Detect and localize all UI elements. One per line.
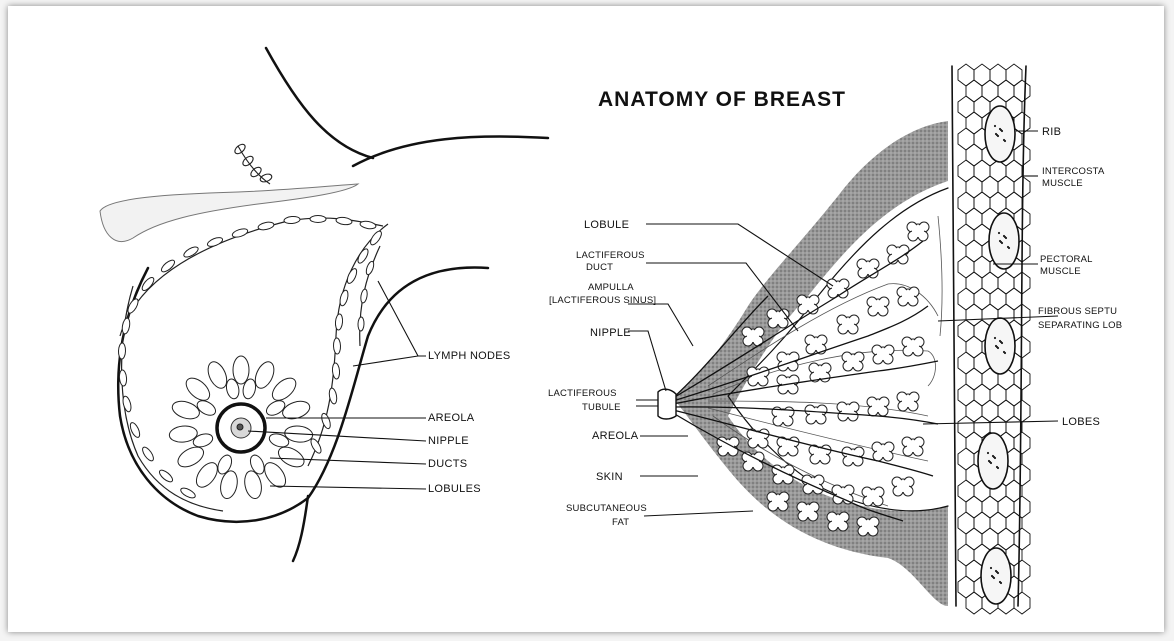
lobule-cloud: [777, 352, 799, 371]
chest-line: [353, 136, 548, 166]
pectoral-muscle-edge: [952, 66, 956, 606]
lobule-cloud: [797, 295, 819, 314]
label-intercostal-line1: INTERCOSTA: [1042, 166, 1105, 177]
label-nipple-section: NIPPLE: [590, 327, 631, 339]
label-ducts: DUCTS: [428, 458, 467, 470]
lobule-cloud: [897, 392, 919, 411]
rib-section: [985, 318, 1015, 374]
lobule-cloud: [907, 222, 929, 241]
lobule-cloud: [805, 405, 827, 424]
lymph-chain-upper: [120, 216, 383, 337]
label-lactiferous-tubule-line2: TUBULE: [582, 402, 621, 413]
label-areola-section: AREOLA: [592, 430, 639, 442]
label-fibrous-septa-line1: FIBROUS SEPTU: [1038, 306, 1117, 317]
rib-section: [985, 106, 1015, 162]
label-lactiferous-tubule-line1: LACTIFEROUS: [548, 388, 617, 399]
label-areola: AREOLA: [428, 412, 475, 424]
front-lobules: [169, 356, 314, 500]
label-lactiferous-duct-line2: DUCT: [586, 262, 613, 273]
label-rib: RIB: [1042, 126, 1061, 138]
front-view: LYMPH NODES AREOLA NIPPLE DUCTS LOBULES: [100, 48, 548, 561]
lobule-cloud: [797, 502, 819, 521]
subcutaneous-fat: [673, 121, 948, 606]
diagram-title: ANATOMY OF BREAST: [598, 88, 846, 111]
label-lobes: LOBES: [1062, 416, 1100, 428]
lobule-cloud: [827, 512, 849, 531]
rib-section: [989, 213, 1019, 269]
rib-section: [981, 548, 1011, 604]
cross-section-view: ANATOMY OF BREAST: [548, 64, 1122, 614]
nipple-section: [658, 389, 676, 419]
label-pectoral-line2: MUSCLE: [1040, 266, 1081, 277]
diagram-frame: LYMPH NODES AREOLA NIPPLE DUCTS LOBULES …: [8, 6, 1164, 632]
chest-wall: [952, 64, 1030, 614]
anatomy-diagram: LYMPH NODES AREOLA NIPPLE DUCTS LOBULES …: [8, 6, 1164, 632]
shoulder-line: [266, 48, 373, 158]
lobule-cloud: [827, 279, 849, 298]
lobule-cloud: [887, 245, 909, 264]
label-nipple: NIPPLE: [428, 435, 469, 447]
label-lobules: LOBULES: [428, 483, 481, 495]
lobule-cloud: [902, 437, 924, 456]
lobule-cloud: [867, 297, 889, 316]
lobule-cloud: [767, 492, 789, 511]
rib-section: [978, 433, 1008, 489]
front-leader-lines: [248, 281, 426, 489]
label-lobule: LOBULE: [584, 219, 629, 231]
label-ampulla-line2: [LACTIFEROUS SINUS]: [549, 295, 656, 306]
clavicle: [100, 184, 358, 242]
lobule-cloud: [742, 327, 764, 346]
lymph-chain-axillary: [308, 224, 388, 466]
label-lactiferous-duct-line1: LACTIFEROUS: [576, 250, 645, 261]
lobule-cloud: [902, 337, 924, 356]
lobule-cloud: [842, 352, 864, 371]
lobule-cloud: [892, 477, 914, 496]
label-subcutaneous-fat-line1: SUBCUTANEOUS: [566, 503, 647, 514]
lobule-cloud: [802, 475, 824, 494]
label-lymph-nodes: LYMPH NODES: [428, 350, 511, 362]
lobule-cloud: [837, 315, 859, 334]
lobule-cloud: [872, 442, 894, 461]
lobule-cloud: [832, 485, 854, 504]
lobule-cloud: [837, 402, 859, 421]
label-intercostal-line2: MUSCLE: [1042, 178, 1083, 189]
lobule-cloud: [767, 309, 789, 328]
label-pectoral-line1: PECTORAL: [1040, 254, 1093, 265]
lobule-cloud: [867, 397, 889, 416]
lymph-leaf-cluster: [233, 142, 273, 184]
lobule-cloud: [897, 287, 919, 306]
label-ampulla-line1: AMPULLA: [588, 282, 634, 293]
label-subcutaneous-fat-line2: FAT: [612, 517, 629, 528]
lobule-cloud: [862, 487, 884, 506]
label-skin: SKIN: [596, 471, 623, 483]
lobule-cloud: [872, 345, 894, 364]
label-fibrous-septa-line2: SEPARATING LOB: [1038, 320, 1122, 331]
lobule-cloud: [857, 259, 879, 278]
lobule-cloud: [857, 517, 879, 536]
